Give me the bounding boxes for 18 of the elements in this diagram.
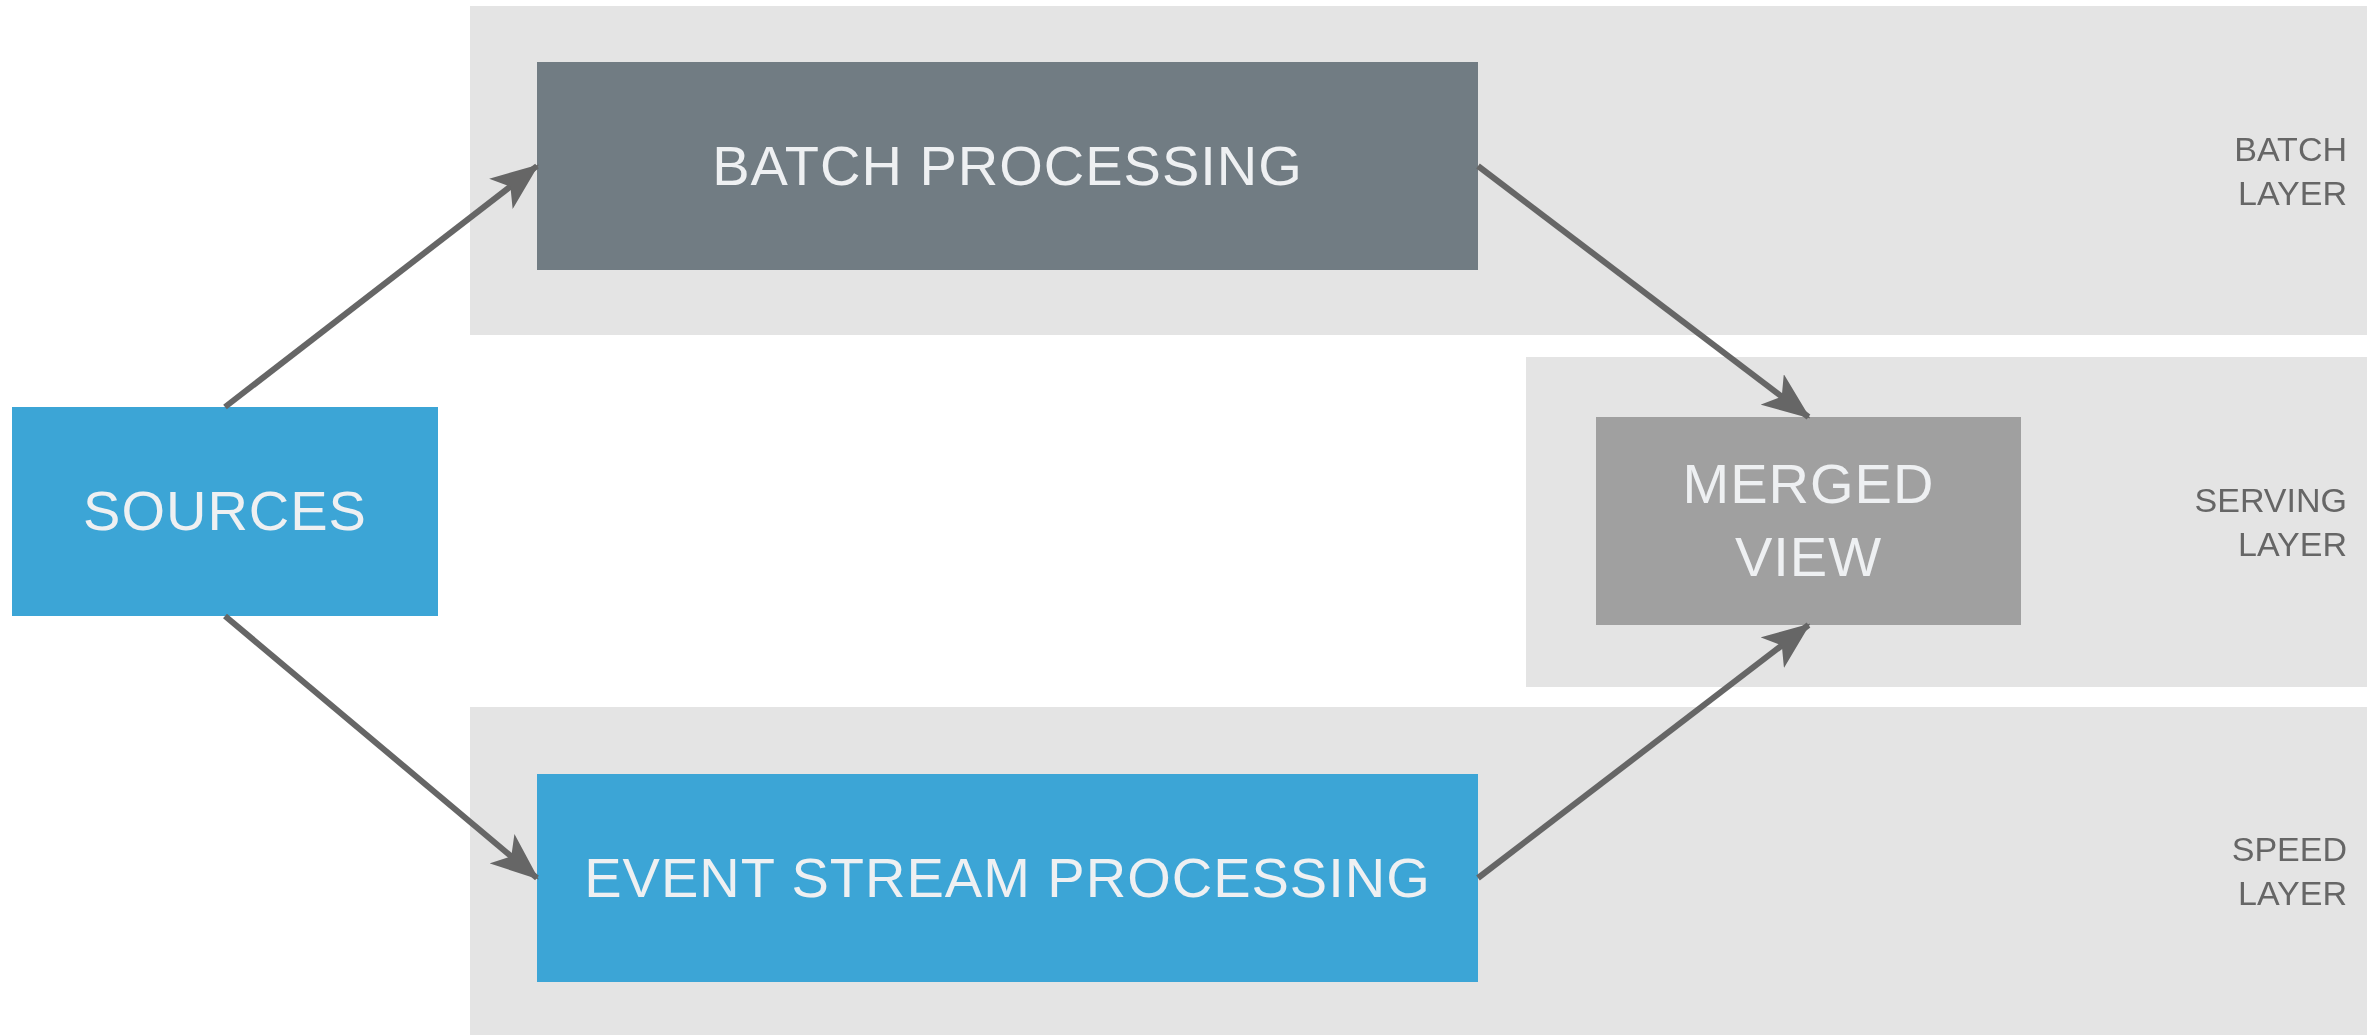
box-label: MERGED VIEW — [1681, 451, 1936, 590]
layer-label: SPEED LAYER — [2230, 828, 2347, 914]
source-box — [12, 407, 438, 616]
layer-band — [470, 6, 2367, 335]
arrow — [1476, 163, 1811, 420]
arrow — [223, 163, 539, 410]
arrow — [223, 613, 539, 881]
layer-label: SERVING LAYER — [2193, 479, 2347, 565]
layer-label: BATCH LAYER — [2233, 128, 2347, 214]
view-box — [1596, 417, 2021, 625]
arrow — [1476, 622, 1811, 881]
box-label: EVENT STREAM PROCESSING — [584, 844, 1431, 911]
layer-band — [470, 707, 2367, 1035]
layer-band — [1526, 357, 2367, 687]
process-box — [537, 774, 1478, 982]
box-label: SOURCES — [83, 478, 367, 545]
box-label: BATCH PROCESSING — [712, 132, 1303, 199]
process-box — [537, 62, 1478, 270]
